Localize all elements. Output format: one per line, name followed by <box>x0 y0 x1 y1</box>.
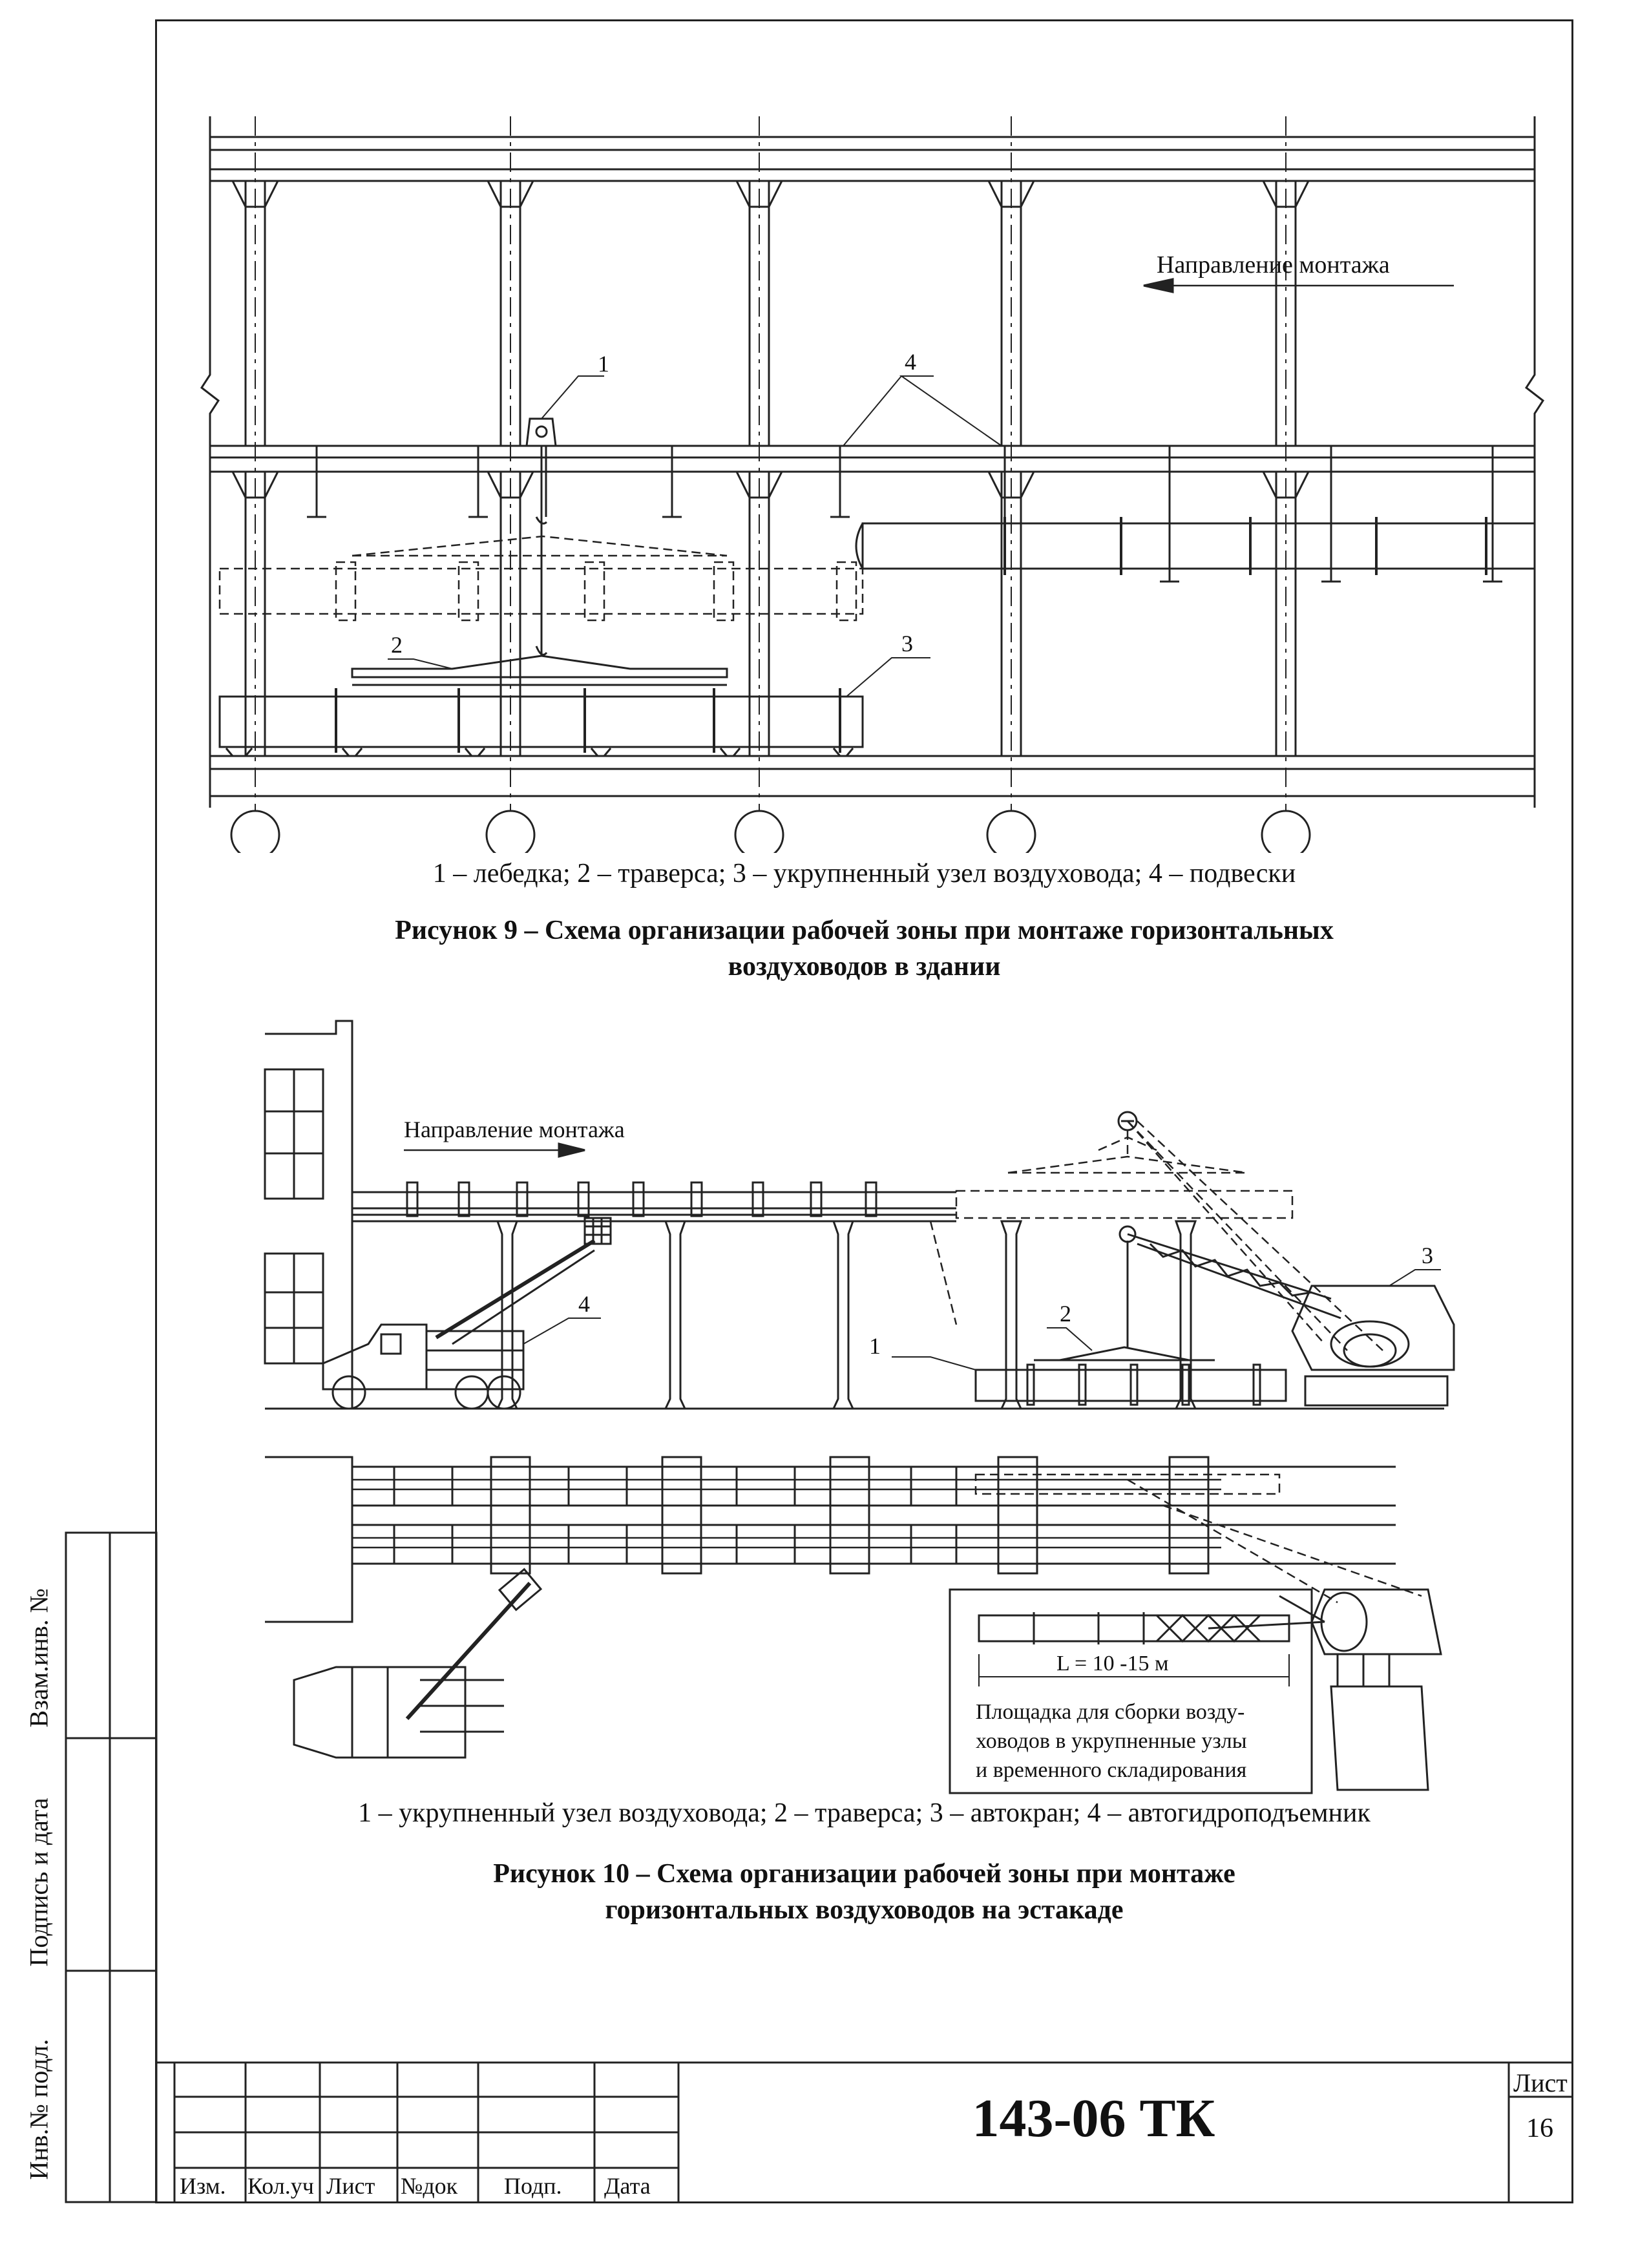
figure9-callout-2: 2 <box>391 632 403 658</box>
figure9-legend: 1 – лебедка; 2 – траверса; 3 – укрупненн… <box>432 859 1296 888</box>
figure9-title-line1: Рисунок 9 – Схема организации рабочей зо… <box>395 916 1334 945</box>
figure9-title: Рисунок 9 – Схема организации рабочей зо… <box>155 912 1573 985</box>
figure9-callout-1: 1 <box>598 351 609 377</box>
figure10-direction-label: Направление монтажа <box>404 1117 625 1142</box>
figure10-callout-3: 3 <box>1422 1243 1433 1268</box>
title-block-col-change: Изм. <box>180 2173 226 2199</box>
stamp-field-replacement: Взам.инв. № <box>24 1588 54 1728</box>
title-block-col-count: Кол.уч <box>247 2173 314 2199</box>
figure10-legend: 1 – укрупненный узел воздуховода; 2 – тр… <box>358 1798 1371 1828</box>
figure10-callout-1: 1 <box>869 1333 881 1359</box>
figure9-direction-label: Направление монтажа <box>1157 251 1390 278</box>
sheet-label: Лист <box>1513 2068 1568 2097</box>
figure9-callout-3: 3 <box>901 631 913 656</box>
figure10-callout-2: 2 <box>1060 1301 1071 1327</box>
figure10-callout-4: 4 <box>578 1291 590 1317</box>
figure10-inset-text-line3: и временного складирования <box>976 1758 1247 1782</box>
figure9-drawing: Направление монтажа 1 2 3 4 <box>200 116 1545 853</box>
figure10-inset-text-line2: ховодов в укрупненные узлы <box>976 1729 1247 1753</box>
figure10-title: Рисунок 10 – Схема организации рабочей з… <box>155 1856 1573 1928</box>
stamp-field-original-inventory: Инв.№ подл. <box>24 2039 54 2180</box>
stamp-field-signature: Подпись и дата <box>24 1798 54 1967</box>
title-block-col-date: Дата <box>604 2173 651 2199</box>
figure9-title-line2: воздуховодов в здании <box>728 952 1001 982</box>
figure9-callout-4: 4 <box>905 349 916 375</box>
page-frame <box>155 19 1573 2203</box>
figure10-title-line1: Рисунок 10 – Схема организации рабочей з… <box>493 1859 1235 1889</box>
figure10-inset-text-line1: Площадка для сборки возду- <box>976 1700 1245 1724</box>
title-block-col-docnum: №док <box>401 2173 458 2199</box>
document-code: 143-06 ТК <box>972 2088 1215 2148</box>
title-block-col-sheet: Лист <box>326 2173 375 2199</box>
side-stamp <box>65 1531 158 2203</box>
sheet-number: 16 <box>1526 2114 1553 2143</box>
figure10-title-line2: горизонтальных воздуховодов на эстакаде <box>605 1895 1124 1925</box>
title-block <box>155 2061 1573 2203</box>
title-block-col-signature: Подп. <box>504 2173 562 2199</box>
figure10-drawing: Направление монтажа 1 2 3 4 L = 10 -15 м… <box>264 1020 1455 1794</box>
figure10-dimension-label: L = 10 -15 м <box>1056 1652 1169 1675</box>
